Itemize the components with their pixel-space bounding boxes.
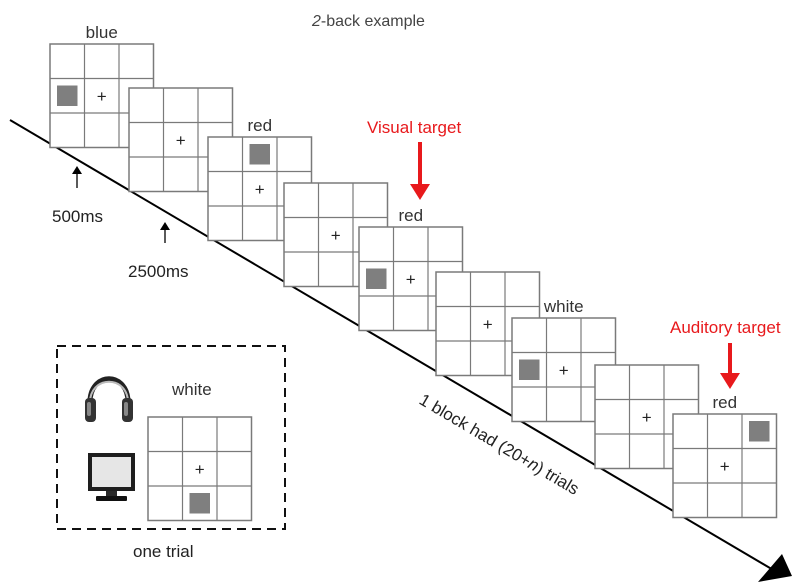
timing-2500ms: 2500ms <box>128 222 188 281</box>
trial-word: blue <box>86 23 118 42</box>
label-2500ms: 2500ms <box>128 262 188 281</box>
fixation-cross: + <box>255 180 265 199</box>
stimulus-square <box>749 421 770 442</box>
label-500ms: 500ms <box>52 207 103 226</box>
fixation-cross: + <box>559 361 569 380</box>
legend-word: white <box>171 380 212 399</box>
fixation-cross: + <box>642 408 652 427</box>
fixation-cross: + <box>406 270 416 289</box>
auditory-target-label: Auditory target <box>670 318 781 337</box>
legend-caption: one trial <box>133 542 193 561</box>
legend-trial-grid: + <box>147 416 253 522</box>
stimulus-square <box>57 85 78 106</box>
headphones-icon <box>85 376 133 422</box>
title-n: 2 <box>311 13 321 30</box>
trial-word: red <box>398 206 423 225</box>
timeline-line <box>9 119 776 572</box>
fixation-cross: + <box>331 226 341 245</box>
title-rest: -back example <box>321 13 425 30</box>
visual-target-label: Visual target <box>367 118 461 137</box>
stimulus-square <box>519 359 540 380</box>
stimulus-square <box>189 493 210 514</box>
stimulus-square <box>366 268 387 289</box>
trial-grids: + blue + + red + + red + + white + + red <box>49 23 778 519</box>
trial-grid-9: + red <box>672 393 778 519</box>
monitor-icon <box>88 453 135 501</box>
diagram-title: 2-back example <box>311 13 425 30</box>
timeline-arrowhead <box>758 554 792 582</box>
fixation-cross: + <box>176 131 186 150</box>
trial-word: red <box>712 393 737 412</box>
legend-grid: + <box>147 416 253 522</box>
trial-word: red <box>247 116 272 135</box>
stimulus-square <box>249 144 270 165</box>
fixation-cross: + <box>97 87 107 106</box>
fixation-cross: + <box>195 460 205 479</box>
auditory-target-marker: Auditory target <box>670 318 781 389</box>
fixation-cross: + <box>720 457 730 476</box>
trial-word: white <box>543 297 584 316</box>
fixation-cross: + <box>483 315 493 334</box>
legend-box: white one trial + <box>56 345 286 561</box>
visual-target-marker: Visual target <box>367 118 461 200</box>
timing-500ms: 500ms <box>52 166 103 226</box>
